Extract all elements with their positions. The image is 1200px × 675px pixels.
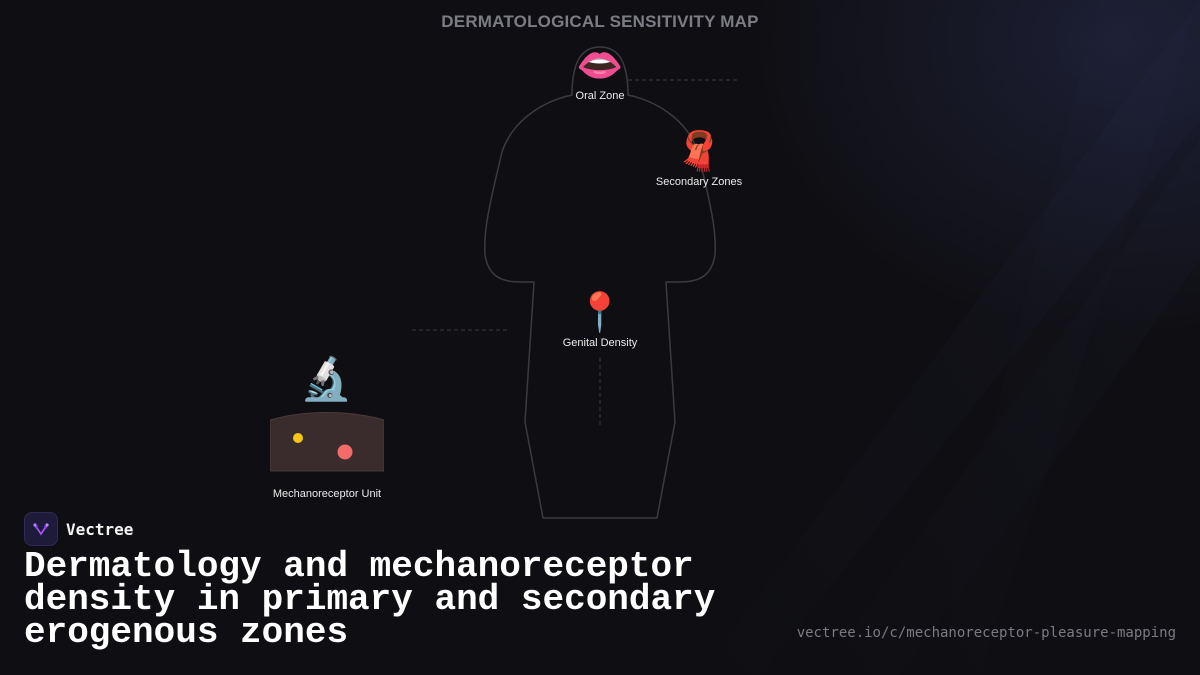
brand[interactable]: Vectree [24,512,133,546]
receptor-dot-small [293,433,303,443]
skin-sample-cross-section [270,412,384,472]
mechanoreceptor-unit-label: Mechanoreceptor Unit [272,488,382,500]
microscope-icon: 🔬 [300,355,353,402]
secondary-zones-label: Secondary Zones [655,176,743,188]
source-url[interactable]: vectree.io/c/mechanoreceptor-pleasure-ma… [796,625,1176,641]
oral-zone-label: Oral Zone [575,90,625,102]
body-outline [483,46,717,519]
scarf-icon: 🧣 [675,131,723,173]
vectree-logo-icon [24,512,58,546]
receptor-dot-large [337,444,353,460]
pin-icon: 📍 [576,292,624,334]
map-title: DERMATOLOGICAL SENSITIVITY MAP [441,12,759,31]
lips-icon: 👄 [576,45,624,87]
secondary-zones-marker[interactable]: 🧣 Secondary Zones [640,130,758,188]
oral-zone-marker[interactable]: 👄 Oral Zone [550,44,650,102]
genital-density-label: Genital Density [562,337,638,349]
brand-name: Vectree [66,519,134,539]
genital-density-marker[interactable]: 📍 Genital Density [545,291,655,349]
headline: Dermatology and mechanoreceptor density … [24,546,716,653]
skin-sample-shape [270,412,384,472]
